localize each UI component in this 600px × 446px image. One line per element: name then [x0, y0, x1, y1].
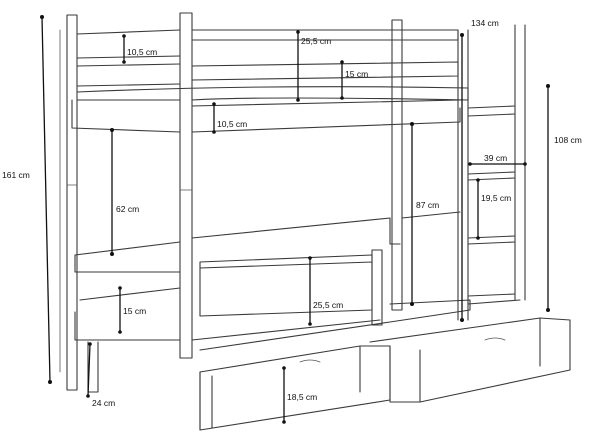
dim-top-board: [340, 60, 344, 100]
dim-lower-post-height: [410, 122, 414, 306]
label-lower-clearance: 62 cm: [116, 204, 139, 214]
lower-back-panel: [191, 211, 461, 245]
dim-top-guard-height: [296, 30, 300, 102]
dim-drawer-height: [282, 366, 286, 424]
lower-base-rail: [199, 299, 471, 351]
dim-ladder-width: [468, 162, 527, 166]
dim-top-rail-gap: [122, 34, 126, 64]
upper-front-rail: [71, 99, 461, 133]
ladder: [457, 24, 526, 321]
front-right-post: [179, 12, 193, 359]
left-foot: [87, 341, 99, 393]
label-lower-post-height: 87 cm: [416, 200, 439, 210]
label-top-guard-height: 25,5 cm: [301, 36, 331, 46]
front-left-post: [66, 14, 78, 391]
drawer-left: [199, 345, 391, 431]
upper-mattress: [76, 86, 469, 101]
label-under-top-gap: 10,5 cm: [217, 119, 247, 129]
lower-left-frame: [74, 241, 381, 341]
back-right-post: [391, 19, 403, 311]
lower-guard-post: [371, 249, 383, 326]
drawer-right: [369, 317, 571, 403]
dim-lower-board: [118, 286, 122, 334]
bunk-bed-drawing: [59, 12, 571, 431]
label-ladder-width: 39 cm: [484, 153, 507, 163]
dimension-lines: [40, 15, 550, 424]
dim-lower-clearance: [110, 128, 114, 256]
label-lower-guard-height: 25,5 cm: [313, 300, 343, 310]
dim-total-length: [460, 33, 464, 322]
label-top-board: 15 cm: [345, 69, 368, 79]
label-top-rail-gap: 10,5 cm: [127, 47, 157, 57]
dim-total-height: [40, 15, 52, 384]
label-leg-width: 24 cm: [92, 398, 115, 408]
label-rung-spacing: 19,5 cm: [481, 193, 511, 203]
dim-ladder-height: [546, 84, 550, 312]
label-drawer-height: 18,5 cm: [287, 392, 317, 402]
dim-lower-guard-height: [308, 256, 312, 326]
label-ladder-height: 108 cm: [554, 135, 582, 145]
dim-leg-width: [86, 342, 92, 398]
dim-under-top-gap: [212, 102, 216, 134]
lower-front-guard: [199, 254, 373, 317]
dim-rung-spacing: [476, 178, 480, 240]
label-total-length: 134 cm: [471, 18, 499, 28]
upper-back-rail-mid: [76, 61, 459, 87]
label-total-height: 161 cm: [2, 170, 30, 180]
dimension-labels: 161 cm 134 cm 108 cm 39 cm 19,5 cm 10,5 …: [2, 18, 582, 408]
label-lower-board: 15 cm: [123, 306, 146, 316]
